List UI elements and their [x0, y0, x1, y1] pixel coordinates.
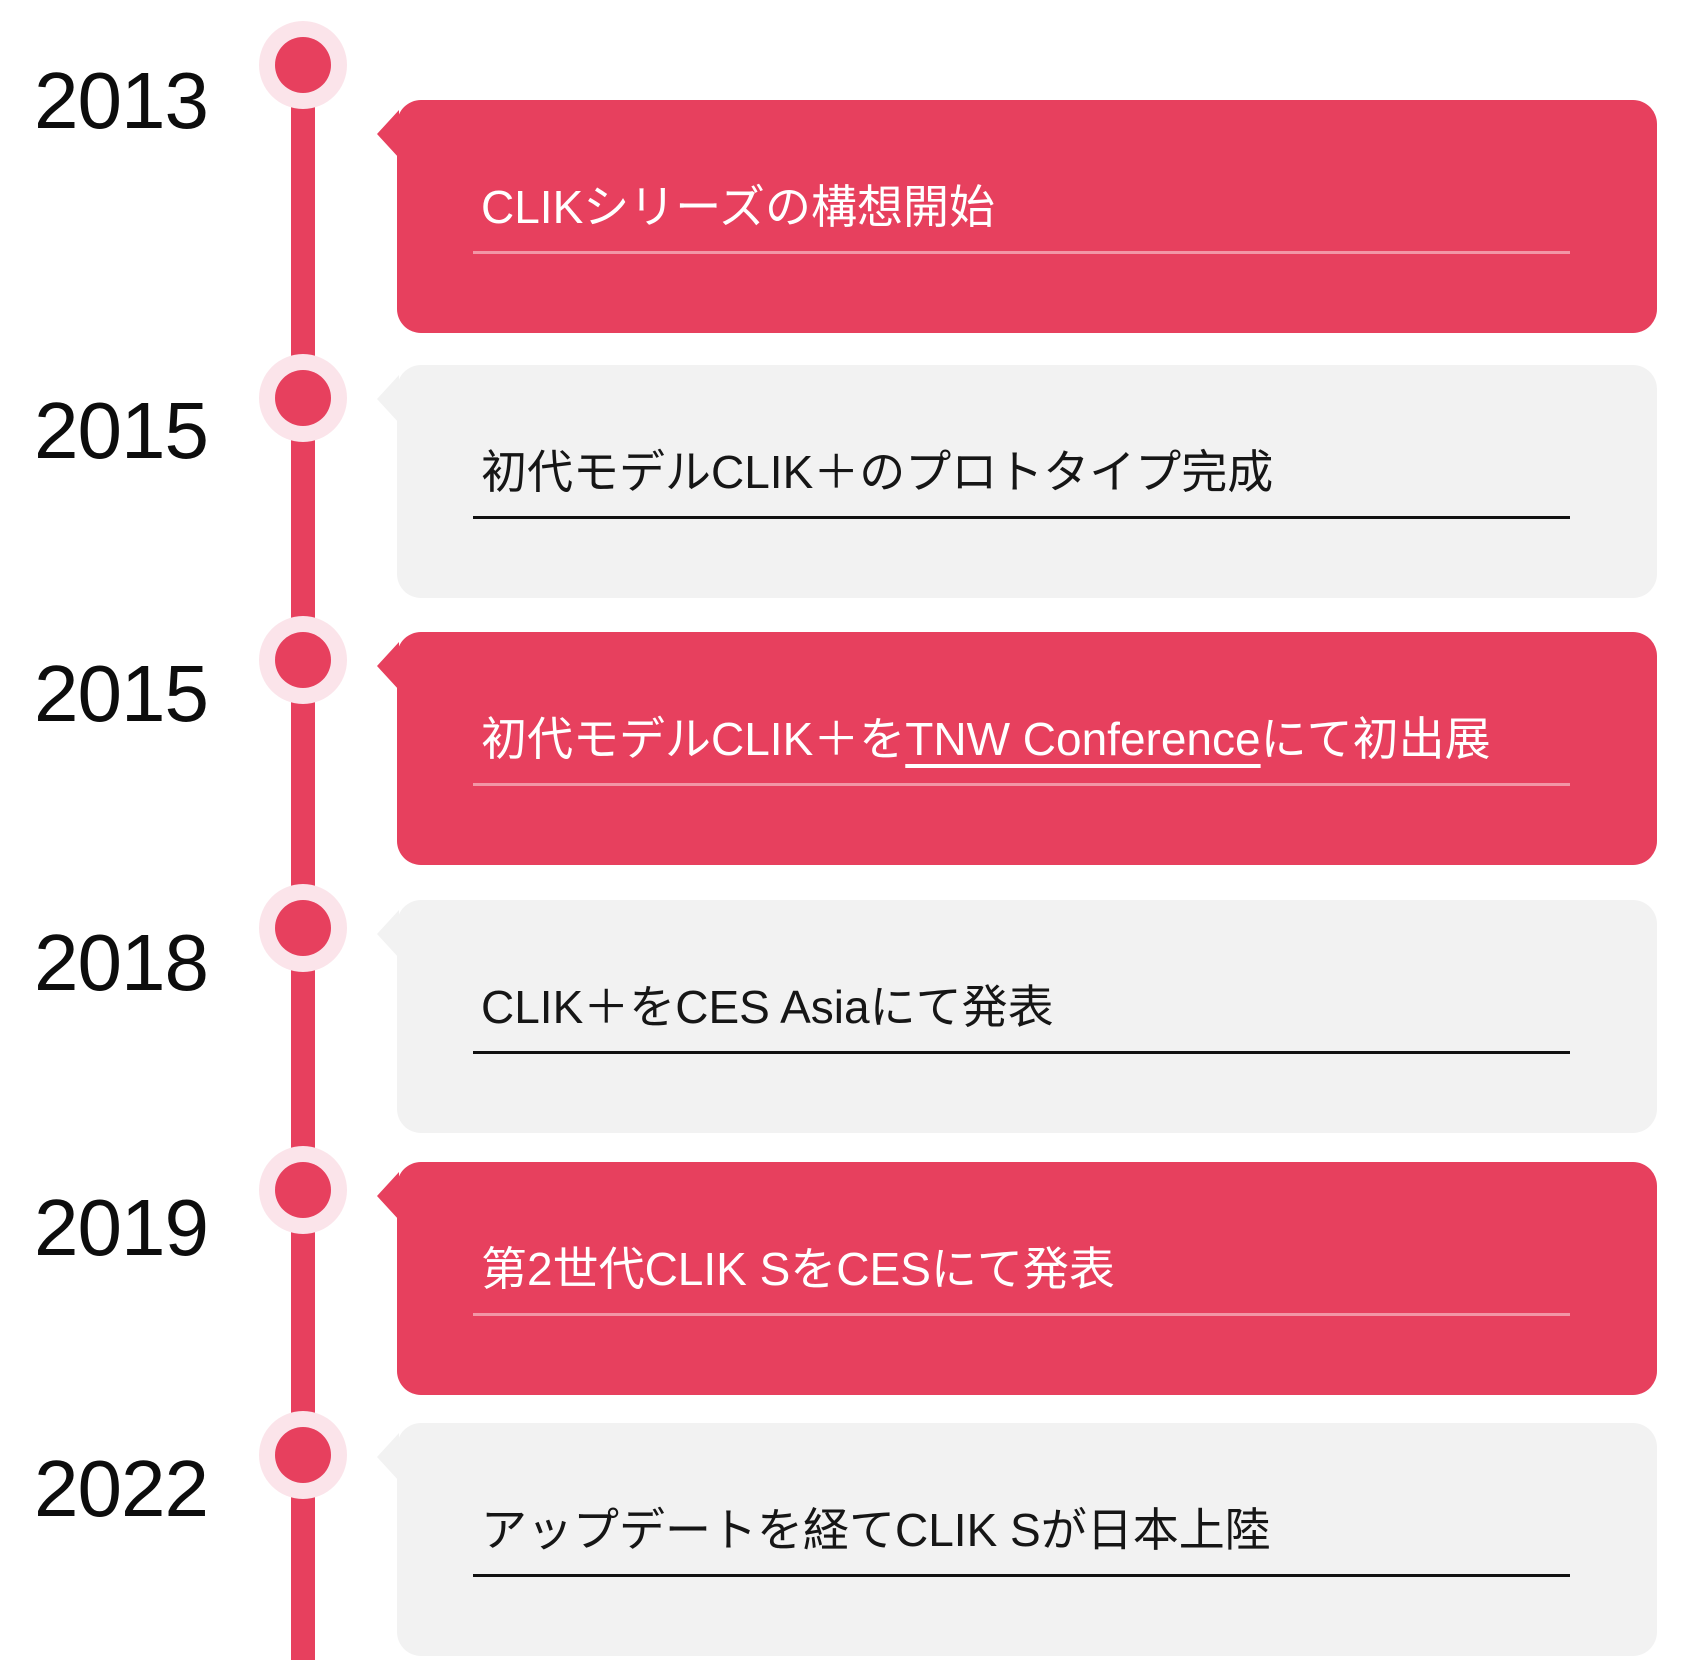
timeline-node-2013	[259, 21, 347, 109]
card-text: CLIKシリーズの構想開始	[481, 181, 995, 234]
card-tail	[377, 375, 399, 423]
timeline-card-2013: CLIKシリーズの構想開始	[377, 100, 1657, 333]
timeline-node-dot	[275, 1162, 331, 1218]
year-label-2013: 2013	[34, 56, 209, 145]
timeline-card-2018: CLIK＋をCES Asiaにて発表	[377, 900, 1657, 1133]
timeline-node-2015-b	[259, 616, 347, 704]
timeline-node-2022	[259, 1411, 347, 1499]
card-content: アップデートを経てCLIK Sが日本上陸	[473, 1502, 1570, 1577]
card-tail	[377, 1172, 399, 1220]
card-content: 初代モデルCLIK＋のプロトタイプ完成	[473, 444, 1570, 519]
card-text: CLIK＋をCES Asiaにて発表	[481, 981, 1054, 1034]
card-content: CLIK＋をCES Asiaにて発表	[473, 979, 1570, 1054]
tnw-conference-link[interactable]: TNW Conference	[905, 713, 1261, 766]
year-label-2019: 2019	[34, 1183, 209, 1272]
card-text: アップデートを経てCLIK Sが日本上陸	[481, 1504, 1271, 1557]
card-content: 第2世代CLIK SをCESにて発表	[473, 1241, 1570, 1316]
card-tail	[377, 910, 399, 958]
timeline-line	[291, 62, 315, 1660]
timeline-node-dot	[275, 370, 331, 426]
timeline-card-2015-tnw: 初代モデルCLIK＋をTNW Conferenceにて初出展	[377, 632, 1657, 865]
year-label-2015-b: 2015	[34, 649, 209, 738]
card-tail	[377, 110, 399, 158]
card-text: 初代モデルCLIK＋のプロトタイプ完成	[481, 446, 1274, 499]
timeline-card-2019: 第2世代CLIK SをCESにて発表	[377, 1162, 1657, 1395]
year-label-2022: 2022	[34, 1444, 209, 1533]
timeline-node-dot	[275, 37, 331, 93]
timeline-node-2015-a	[259, 354, 347, 442]
timeline-node-2018	[259, 884, 347, 972]
timeline-node-dot	[275, 1427, 331, 1483]
year-label-2015-a: 2015	[34, 386, 209, 475]
timeline-card-2015-prototype: 初代モデルCLIK＋のプロトタイプ完成	[377, 365, 1657, 598]
card-content: 初代モデルCLIK＋をTNW Conferenceにて初出展	[473, 711, 1570, 786]
card-content: CLIKシリーズの構想開始	[473, 179, 1570, 254]
timeline-card-2022: アップデートを経てCLIK Sが日本上陸	[377, 1423, 1657, 1656]
timeline-node-dot	[275, 900, 331, 956]
card-text: 第2世代CLIK SをCESにて発表	[481, 1243, 1115, 1296]
card-tail	[377, 1433, 399, 1481]
timeline-node-2019	[259, 1146, 347, 1234]
card-text: にて初出展	[1260, 713, 1491, 766]
card-tail	[377, 642, 399, 690]
card-text: 初代モデルCLIK＋を	[481, 713, 906, 766]
timeline-node-dot	[275, 632, 331, 688]
year-label-2018: 2018	[34, 918, 209, 1007]
